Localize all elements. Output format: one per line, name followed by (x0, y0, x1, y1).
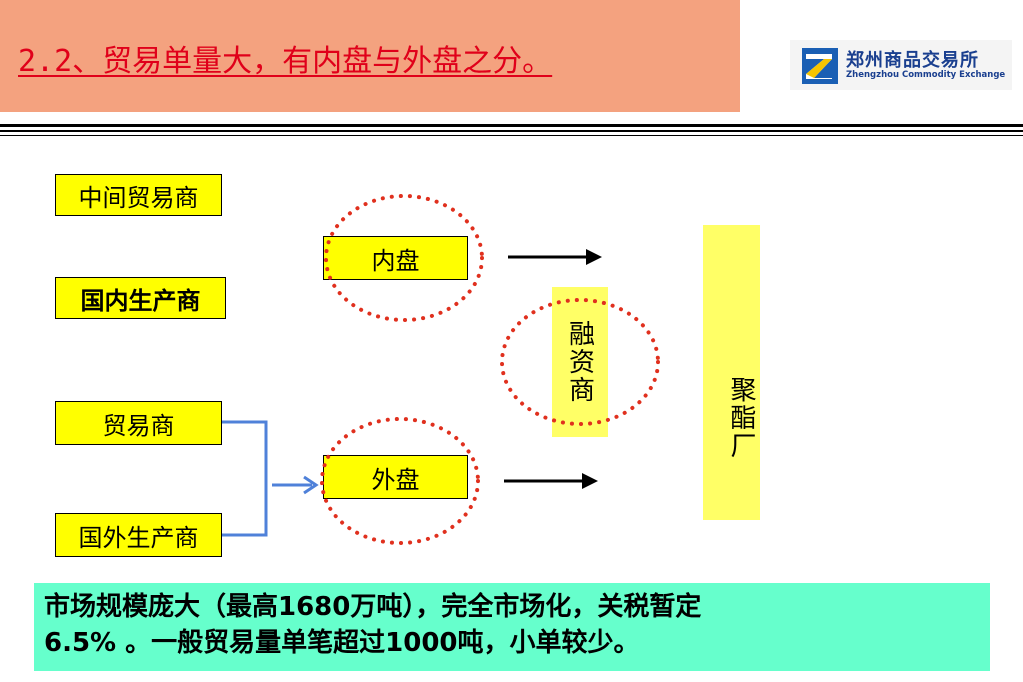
header-divider (0, 130, 1023, 132)
financier-highlight (500, 298, 660, 426)
arrow-head-icon (303, 475, 319, 495)
node-foreign-producer: 国外生产商 (55, 513, 222, 557)
logo-english-name: Zhengzhou Commodity Exchange (846, 70, 1006, 80)
exchange-logo: 郑州商品交易所 Zhengzhou Commodity Exchange (790, 40, 1012, 90)
header-divider (0, 135, 1023, 136)
node-outer-market: 外盘 (323, 455, 468, 499)
inner-market-highlight (324, 194, 484, 322)
outer-market-highlight (320, 417, 480, 545)
exchange-logo-icon (802, 48, 838, 84)
title-bar: 2.2、贸易单量大，有内盘与外盘之分。 (0, 0, 740, 112)
node-financier: 融资商 (552, 287, 608, 437)
arrow-head-icon (586, 249, 602, 265)
node-inner-market: 内盘 (323, 236, 468, 280)
summary-line-2: 6.5% 。一般贸易量单笔超过1000吨，小单较少。 (44, 628, 640, 658)
node-domestic-producer: 国内生产商 (55, 277, 226, 319)
summary-note: 市场规模庞大（最高1680万吨），完全市场化，关税暂定 6.5% 。一般贸易量单… (34, 583, 990, 671)
logo-chinese-name: 郑州商品交易所 (846, 50, 979, 71)
bracket-traders (222, 420, 268, 537)
arrow-head-icon (582, 473, 598, 489)
header-divider (0, 124, 1023, 127)
slide-title: 2.2、贸易单量大，有内盘与外盘之分。 (18, 44, 553, 79)
node-polyester-plant: 聚酯厂 (703, 225, 760, 520)
node-trader: 贸易商 (55, 401, 222, 445)
node-middle-trader: 中间贸易商 (55, 174, 222, 216)
summary-line-1: 市场规模庞大（最高1680万吨），完全市场化，关税暂定 (44, 592, 702, 622)
